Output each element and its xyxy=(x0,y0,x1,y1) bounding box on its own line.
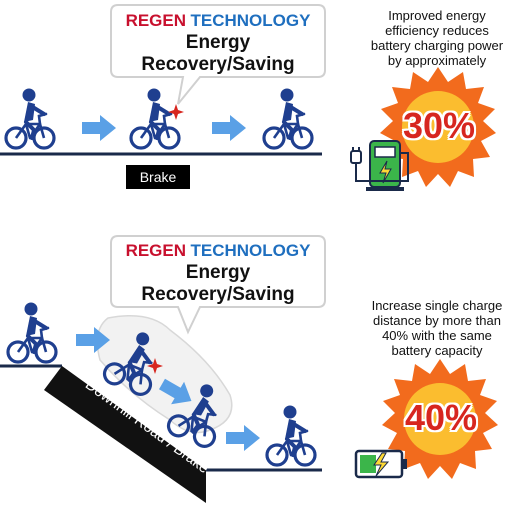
percent-30: 30% xyxy=(402,105,476,146)
technology-label: TECHNOLOGY xyxy=(190,11,311,30)
regen-label: REGEN xyxy=(125,11,187,30)
stat-line: battery capacity xyxy=(391,343,483,358)
regen-label: REGEN xyxy=(125,241,187,260)
bubble-line-energy: Energy xyxy=(185,262,251,283)
brake-label: Brake xyxy=(126,165,190,189)
bubble-line-energy: Energy xyxy=(185,32,251,53)
road-downhill xyxy=(44,366,206,503)
bubble-line-recovery: Recovery/Saving xyxy=(141,54,295,75)
stat-line: by approximately xyxy=(387,53,487,68)
stat-line: distance by more than xyxy=(373,313,501,328)
stat-line: battery charging power xyxy=(370,38,504,53)
cyclist-icon xyxy=(4,86,56,150)
spark-icon xyxy=(168,104,184,120)
stat-text-bottom: Increase single charge distance by more … xyxy=(352,298,522,358)
bubble-line-recovery: Recovery/Saving xyxy=(141,284,295,305)
cyclist-icon xyxy=(262,86,314,150)
stat-line: efficiency reduces xyxy=(385,23,489,38)
cyclist-icon xyxy=(129,86,181,150)
percent-40: 40% xyxy=(404,397,478,438)
battery-charging-icon xyxy=(354,449,407,479)
bubble-title: REGEN TECHNOLOGY Energy Recovery/Saving xyxy=(111,240,325,306)
stat-text-top: Improved energy efficiency reduces batte… xyxy=(352,8,522,68)
spark-icon xyxy=(147,358,163,374)
cyclist-icon xyxy=(265,403,317,467)
arrow-right-icon xyxy=(226,425,260,451)
arrow-right-icon xyxy=(82,115,116,141)
stat-line: Increase single charge xyxy=(371,298,503,313)
technology-label: TECHNOLOGY xyxy=(190,241,311,260)
bubble-title: REGEN TECHNOLOGY Energy Recovery/Saving xyxy=(111,10,325,76)
stat-line: Improved energy xyxy=(388,8,486,23)
speech-bubble xyxy=(110,235,326,335)
ev-charger-icon xyxy=(350,140,409,191)
stat-line: 40% with the same xyxy=(382,328,492,343)
speech-bubble xyxy=(110,4,326,105)
cyclist-icon xyxy=(6,300,58,364)
starburst-icon xyxy=(382,359,498,479)
arrow-right-icon xyxy=(212,115,246,141)
